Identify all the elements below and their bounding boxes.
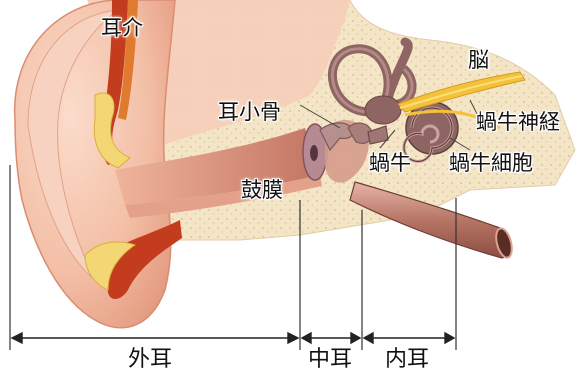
cochlear-nerve-label: 蝸牛神経	[476, 112, 560, 133]
vestibule	[365, 96, 401, 124]
ossicles-label: 耳小骨	[218, 102, 281, 123]
brain-label: 脳	[468, 50, 489, 71]
auricle-label: 耳介	[101, 18, 143, 39]
eardrum-center	[310, 145, 318, 161]
dimension-arrows	[12, 333, 454, 343]
cochlea-label: 蝸牛	[369, 153, 411, 174]
outer-ear-label: 外耳	[128, 349, 172, 371]
cochlear-cells-label: 蝸牛細胞	[449, 153, 533, 174]
inner-ear-label: 内耳	[385, 349, 429, 371]
middle-ear-label: 中耳	[308, 349, 352, 371]
eardrum-label: 鼓膜	[241, 180, 283, 201]
